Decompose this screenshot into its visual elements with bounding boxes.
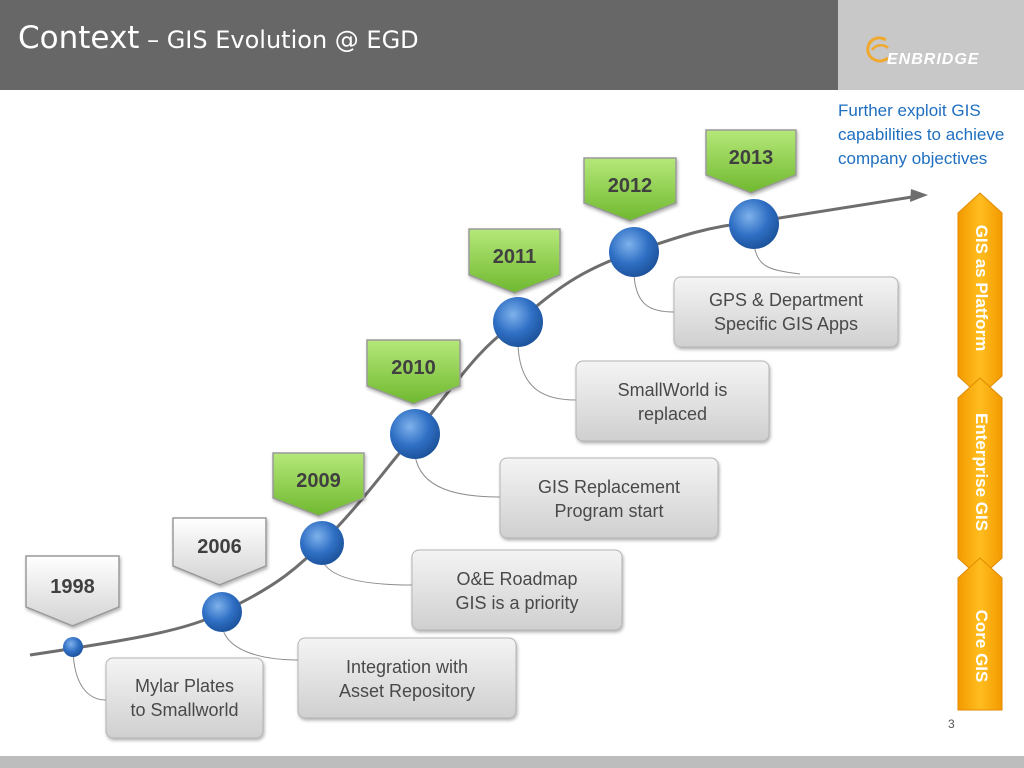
connector-lines — [72, 244, 801, 701]
description-box: SmallWorld is replaced — [575, 360, 770, 442]
objective-note-line: Further exploit GIS — [838, 101, 981, 120]
year-label: 2009 — [296, 470, 341, 492]
phase-chevron: GIS as Platform — [957, 192, 1003, 397]
milestone-node — [63, 637, 83, 657]
description-box: GIS Replacement Program start — [499, 457, 719, 539]
header-bar — [0, 0, 838, 90]
objective-note-line: capabilities to achieve — [838, 125, 1005, 144]
milestone-node — [390, 409, 440, 459]
milestone-node — [202, 592, 242, 632]
description-line: Asset Repository — [339, 681, 475, 701]
description-line: GIS is a priority — [455, 593, 578, 613]
objective-note-line: company objectives — [838, 149, 988, 168]
description-box: GPS & Department Specific GIS Apps — [673, 276, 899, 348]
year-tag: 1998 — [25, 555, 120, 627]
milestone-node — [300, 521, 344, 565]
description-line: SmallWorld is — [618, 380, 728, 400]
enbridge-logo-icon — [866, 36, 889, 63]
enbridge-logo: ENBRIDGE — [887, 51, 980, 68]
description-line: Program start — [554, 501, 663, 521]
year-label: 2013 — [729, 147, 774, 169]
year-label: 2010 — [391, 357, 436, 379]
year-tag: 2010 — [366, 339, 461, 405]
year-tag: 2006 — [172, 517, 267, 586]
description-box: O&E Roadmap GIS is a priority — [411, 549, 623, 631]
year-tag: 2009 — [272, 452, 365, 517]
phase-chevron: Enterprise GIS — [957, 377, 1003, 579]
footer-bar — [0, 756, 1024, 768]
objective-note: Further exploit GIS capabilities to achi… — [838, 99, 1024, 171]
phase-chevron: Core GIS — [957, 557, 1003, 711]
year-tag: 2011 — [468, 228, 561, 294]
phase-label: Enterprise GIS — [972, 413, 991, 531]
description-box: Mylar Plates to Smallworld — [105, 657, 264, 739]
page-number: 3 — [948, 717, 955, 731]
milestone-node — [493, 297, 543, 347]
slide-title: Context – GIS Evolution @ EGD — [18, 20, 419, 56]
year-label: 2012 — [608, 175, 653, 197]
description-line: replaced — [638, 404, 707, 424]
description-line: O&E Roadmap — [456, 569, 577, 589]
phase-label: GIS as Platform — [972, 225, 991, 352]
milestone-node — [729, 199, 779, 249]
year-label: 2011 — [493, 246, 536, 268]
year-label: 2006 — [197, 536, 242, 558]
phase-label: Core GIS — [972, 610, 991, 683]
description-box: Integration with Asset Repository — [297, 637, 517, 719]
curve-arrowhead — [910, 189, 928, 202]
description-line: GPS & Department — [709, 290, 863, 310]
year-tag: 2012 — [583, 157, 677, 222]
slide-title-subtitle: – GIS Evolution @ EGD — [139, 26, 419, 54]
description-line: Integration with — [346, 657, 468, 677]
description-line: GIS Replacement — [538, 477, 680, 497]
milestone-node — [609, 227, 659, 277]
description-line: to Smallworld — [130, 700, 238, 720]
year-tag: 2013 — [705, 129, 797, 194]
year-label: 1998 — [50, 576, 95, 598]
slide-title-main: Context — [18, 20, 140, 56]
description-line: Specific GIS Apps — [714, 314, 858, 334]
description-line: Mylar Plates — [135, 676, 234, 696]
